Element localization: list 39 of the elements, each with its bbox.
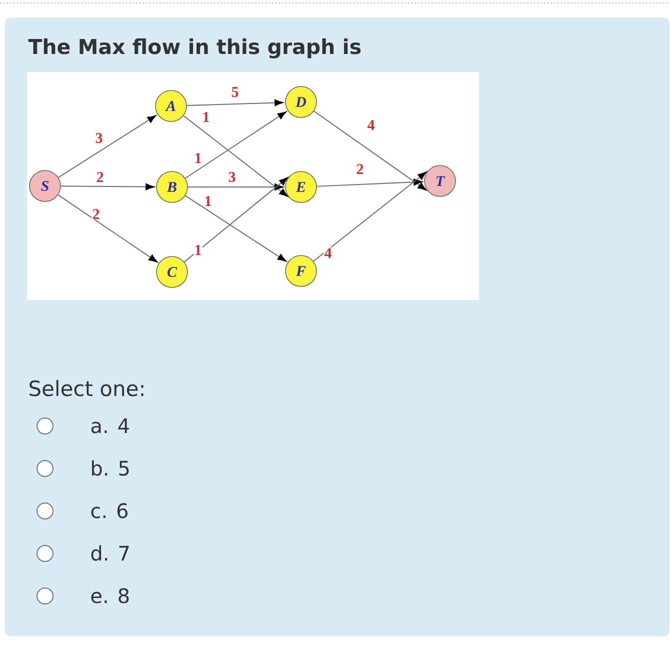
- edge-label: 4: [366, 119, 376, 131]
- graph-node: C: [156, 256, 188, 288]
- arrow: [184, 195, 286, 262]
- graph-node: F: [285, 255, 317, 287]
- graph-node: E: [285, 171, 317, 203]
- arrow: [60, 183, 154, 190]
- answer-option: d. 7: [91, 545, 129, 561]
- arrow: [183, 115, 288, 197]
- graph-node: S: [29, 170, 61, 202]
- arrow: [184, 111, 286, 179]
- graph-node: A: [155, 90, 187, 122]
- graph-node: D: [285, 86, 317, 118]
- answer-option: e. 8: [91, 588, 129, 604]
- arrow: [58, 194, 158, 262]
- edge-label: 1: [194, 244, 202, 256]
- graph-node: B: [156, 171, 188, 203]
- edge-label: 3: [228, 171, 236, 183]
- arrow: [187, 184, 284, 190]
- arrow: [184, 177, 288, 262]
- question-title: The Max flow in this graph is: [28, 38, 361, 58]
- arrow: [58, 115, 156, 178]
- edge-label: 3: [94, 132, 104, 144]
- edge-label: 2: [92, 208, 100, 220]
- edge-label: 4: [324, 247, 332, 259]
- answer-option: b. 5: [92, 460, 129, 476]
- edge-label: 1: [202, 111, 210, 123]
- edge-label: 1: [204, 195, 212, 207]
- arrow: [314, 110, 427, 190]
- answer-option: a. 4: [91, 418, 129, 434]
- graph-node: T: [424, 165, 456, 197]
- arrow: [316, 178, 422, 187]
- edge-label: 5: [230, 86, 240, 98]
- arrow: [312, 172, 427, 262]
- arrow: [186, 99, 284, 106]
- prompt-text: Select one:: [30, 380, 144, 396]
- edge-label: 1: [194, 152, 202, 164]
- answer-option: c. 6: [91, 503, 128, 518]
- edge-label: 2: [356, 163, 364, 175]
- edge-label: 2: [96, 171, 104, 183]
